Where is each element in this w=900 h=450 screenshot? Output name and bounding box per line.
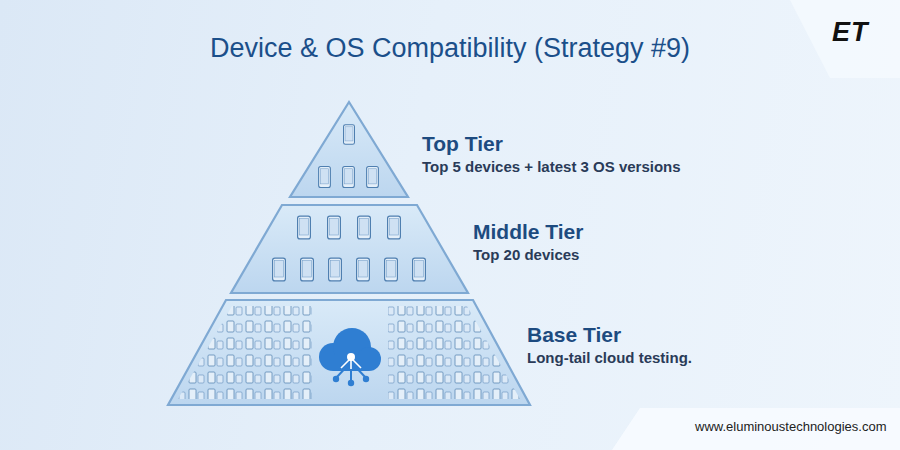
pyramid-tier: Middle TierTop 20 devices — [228, 203, 648, 296]
tier-shape — [168, 300, 530, 405]
corner-panel — [790, 0, 900, 78]
tier-shape — [231, 205, 468, 293]
tier-description: Top 20 devices — [473, 245, 583, 265]
tier-text-group: Top TierTop 5 devices + latest 3 OS vers… — [422, 132, 681, 177]
tier-description: Long-tail cloud testing. — [527, 348, 692, 368]
footer-panel — [612, 408, 900, 450]
diagram-title: Device & OS Compatibility (Strategy #9) — [0, 33, 900, 64]
tier-shape — [290, 102, 408, 197]
tier-heading: Base Tier — [527, 323, 692, 347]
tier-outline — [228, 203, 648, 296]
tier-heading: Middle Tier — [473, 220, 583, 244]
logo-mark: ET — [832, 17, 869, 48]
website-url: www.eluminoustechnologies.com — [695, 419, 886, 434]
pyramid-tier: Base TierLong-tail cloud testing. — [165, 298, 665, 408]
tier-heading: Top Tier — [422, 132, 681, 156]
tier-text-group: Base TierLong-tail cloud testing. — [527, 323, 692, 368]
tier-outline — [286, 100, 746, 200]
tier-description: Top 5 devices + latest 3 OS versions — [422, 157, 681, 177]
tier-text-group: Middle TierTop 20 devices — [473, 220, 583, 265]
pyramid-tier: Top TierTop 5 devices + latest 3 OS vers… — [286, 100, 746, 200]
